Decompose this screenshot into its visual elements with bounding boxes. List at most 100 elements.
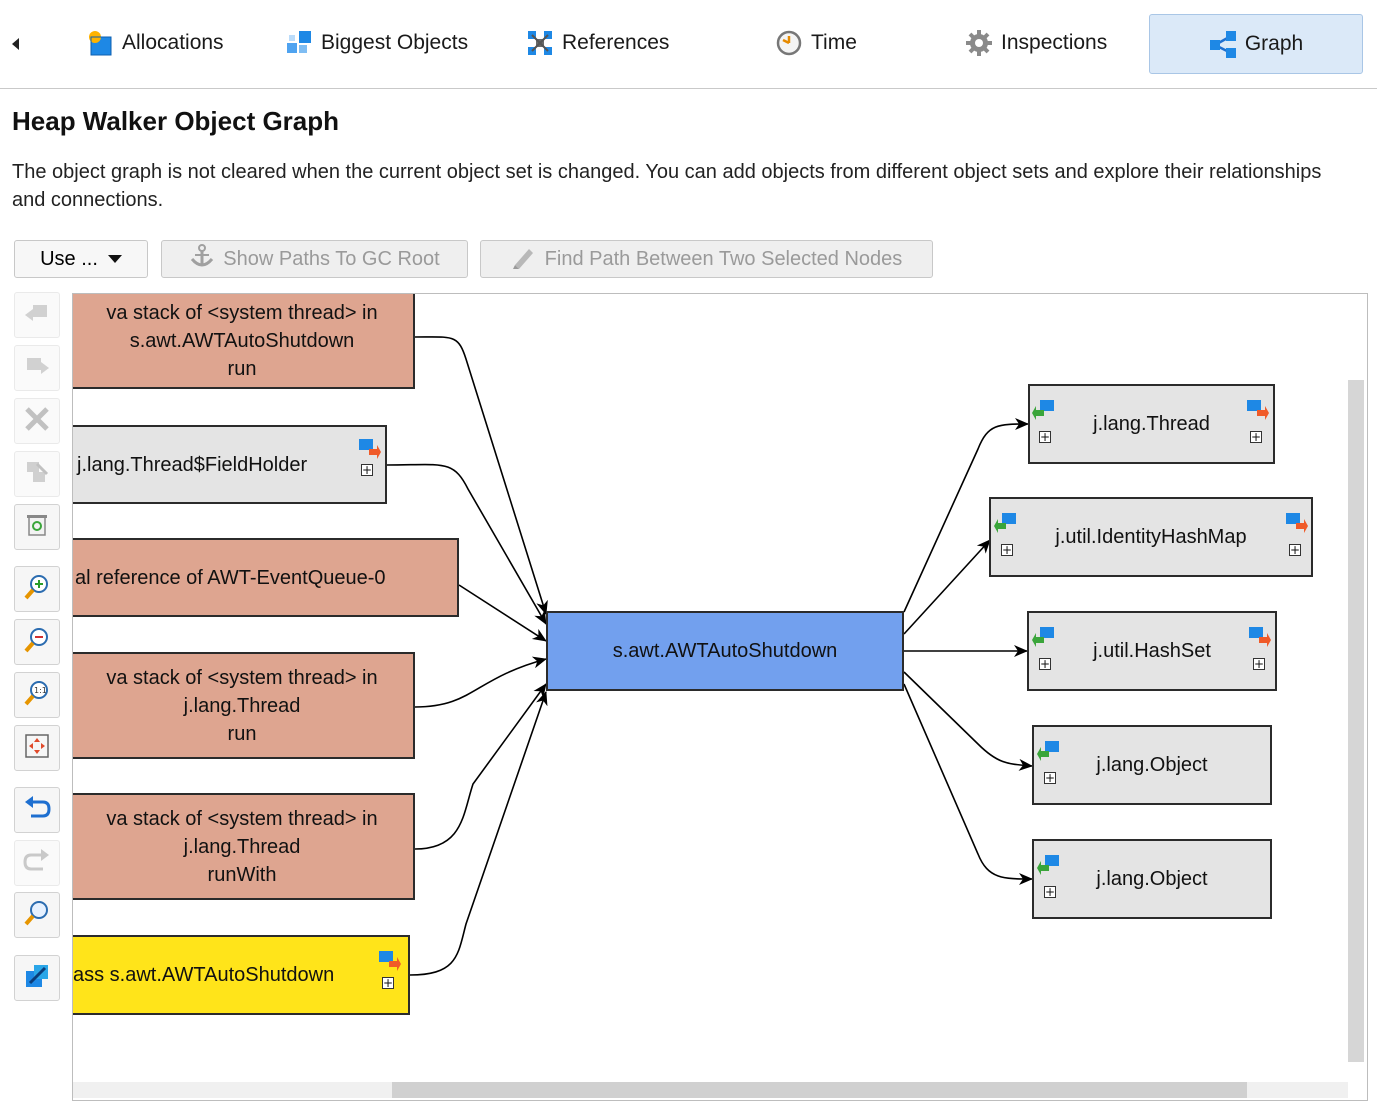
- delete-selected-icon: [23, 458, 51, 491]
- graph-node-object-2[interactable]: + j.lang.Object: [1032, 839, 1272, 919]
- scroll-tabs-left-icon[interactable]: [12, 38, 19, 50]
- graph-node-hashset[interactable]: + j.util.HashSet +: [1027, 611, 1277, 691]
- node-label: al reference of AWT-EventQueue-0: [75, 566, 386, 589]
- node-line: va stack of <system thread> in: [106, 807, 378, 830]
- zoom-in-button[interactable]: [14, 566, 60, 612]
- tab-label: Time: [811, 31, 857, 54]
- references-icon: [526, 29, 554, 57]
- expand-outgoing-icon[interactable]: [1286, 513, 1308, 533]
- redo-icon: [23, 847, 51, 880]
- expand-plus-icon[interactable]: +: [1289, 543, 1301, 557]
- use-dropdown-button[interactable]: Use ...: [14, 240, 148, 278]
- tab-time[interactable]: Time: [775, 14, 857, 72]
- graph-node-java-stack-thread-run[interactable]: va stack of <system thread> in j.lang.Th…: [73, 652, 415, 759]
- expand-plus-icon[interactable]: +: [361, 463, 373, 477]
- graph-node-global-ref-awt-eventqueue[interactable]: al reference of AWT-EventQueue-0: [73, 538, 459, 617]
- tab-allocations[interactable]: Allocations: [86, 14, 224, 72]
- tab-graph[interactable]: Graph: [1149, 14, 1363, 74]
- remove-button[interactable]: [14, 398, 60, 444]
- chevron-down-icon: [107, 255, 122, 263]
- anchor-icon: [189, 243, 215, 275]
- edge-in-6: [409, 691, 548, 976]
- node-line: j.lang.Thread: [183, 694, 301, 717]
- edge-in-1: [414, 336, 548, 615]
- graph-node-class-awtautoshutdown[interactable]: ass s.awt.AWTAutoShutdown +: [73, 935, 410, 1015]
- expand-plus-icon[interactable]: +: [1253, 657, 1265, 671]
- expand-outgoing-icon[interactable]: [359, 439, 381, 459]
- undo-icon: [23, 794, 51, 827]
- edge-in-5: [414, 683, 547, 850]
- undo-button[interactable]: [14, 787, 60, 833]
- graph-node-thread[interactable]: + j.lang.Thread +: [1028, 384, 1275, 464]
- clear-graph-button[interactable]: [14, 504, 60, 550]
- tab-label: Biggest Objects: [321, 31, 469, 54]
- remove-unselected-button[interactable]: [14, 451, 60, 497]
- gear-icon: [965, 29, 993, 57]
- expand-plus-icon[interactable]: +: [1044, 885, 1056, 899]
- expand-plus-icon[interactable]: +: [1039, 657, 1051, 671]
- forward-icon: [23, 352, 51, 385]
- expand-plus-icon[interactable]: +: [1039, 430, 1051, 444]
- expand-plus-icon[interactable]: +: [382, 976, 394, 990]
- back-icon: [23, 299, 51, 332]
- zoom-100-icon: 1:1: [23, 679, 51, 712]
- svg-text:1:1: 1:1: [34, 686, 47, 695]
- clock-icon: [775, 29, 803, 57]
- show-paths-to-gc-root-button[interactable]: Show Paths To GC Root: [161, 240, 468, 278]
- use-dropdown-label: Use ...: [40, 247, 98, 270]
- vertical-scrollbar[interactable]: [1348, 380, 1364, 1062]
- expand-incoming-icon[interactable]: [1037, 741, 1059, 761]
- graph-node-object-1[interactable]: + j.lang.Object: [1032, 725, 1272, 805]
- graph-node-selected-awtautoshutdown[interactable]: s.awt.AWTAutoShutdown: [546, 611, 904, 691]
- tab-biggest-objects[interactable]: Biggest Objects: [285, 14, 468, 72]
- zoom-100-button[interactable]: 1:1: [14, 672, 60, 718]
- back-button[interactable]: [14, 292, 60, 338]
- redo-button[interactable]: [14, 840, 60, 886]
- node-line: run: [227, 357, 257, 380]
- node-line: runWith: [207, 863, 277, 886]
- expand-plus-icon[interactable]: +: [1250, 430, 1262, 444]
- fit-content-button[interactable]: [14, 725, 60, 771]
- node-label: j.lang.Object: [1096, 754, 1208, 776]
- edge-in-2: [386, 463, 547, 625]
- graph-node-thread-fieldholder[interactable]: j.lang.Thread$FieldHolder +: [73, 425, 387, 504]
- edge-out-5: [903, 683, 1033, 885]
- find-path-between-nodes-button[interactable]: Find Path Between Two Selected Nodes: [480, 240, 933, 278]
- graph-icon: [1209, 30, 1237, 58]
- zoom-out-button[interactable]: [14, 619, 60, 665]
- node-label: j.lang.Thread$FieldHolder: [77, 453, 308, 476]
- graph-node-java-stack-thread-runwith[interactable]: va stack of <system thread> in j.lang.Th…: [73, 793, 415, 900]
- expand-incoming-icon[interactable]: [1032, 627, 1054, 647]
- zoom-in-icon: [23, 573, 51, 606]
- tab-references[interactable]: References: [526, 14, 669, 72]
- expand-outgoing-icon[interactable]: [1249, 627, 1271, 647]
- delete-icon: [23, 405, 51, 438]
- graph-node-java-stack-awtautoshutdown-run[interactable]: va stack of <system thread> in s.awt.AWT…: [73, 294, 415, 389]
- node-label: j.util.HashSet: [1093, 640, 1211, 662]
- node-line: run: [227, 722, 257, 745]
- page-title: Heap Walker Object Graph: [12, 106, 340, 136]
- tab-label: References: [562, 31, 670, 54]
- export-icon: [23, 962, 51, 995]
- graph-canvas[interactable]: va stack of <system thread> in s.awt.AWT…: [72, 293, 1368, 1101]
- tab-label: Inspections: [1001, 31, 1108, 54]
- expand-incoming-icon[interactable]: [1032, 400, 1054, 420]
- node-label: j.util.IdentityHashMap: [1055, 526, 1247, 548]
- export-button[interactable]: [14, 955, 60, 1001]
- tab-inspections[interactable]: Inspections: [965, 14, 1107, 72]
- edge-out-1: [903, 418, 1029, 613]
- expand-plus-icon[interactable]: +: [1044, 771, 1056, 785]
- biggest-objects-icon: [285, 29, 313, 57]
- find-button[interactable]: [14, 892, 60, 938]
- expand-incoming-icon[interactable]: [994, 513, 1016, 533]
- expand-incoming-icon[interactable]: [1037, 855, 1059, 875]
- expand-outgoing-icon[interactable]: [1247, 400, 1269, 420]
- expand-outgoing-icon[interactable]: [379, 951, 401, 971]
- horizontal-scrollbar-thumb[interactable]: [392, 1082, 1247, 1098]
- edge-out-2: [903, 539, 991, 635]
- expand-plus-icon[interactable]: +: [1001, 543, 1013, 557]
- zoom-out-icon: [23, 626, 51, 659]
- forward-button[interactable]: [14, 345, 60, 391]
- graph-node-identityhashmap[interactable]: + j.util.IdentityHashMap +: [989, 497, 1313, 577]
- find-path-label: Find Path Between Two Selected Nodes: [544, 247, 903, 270]
